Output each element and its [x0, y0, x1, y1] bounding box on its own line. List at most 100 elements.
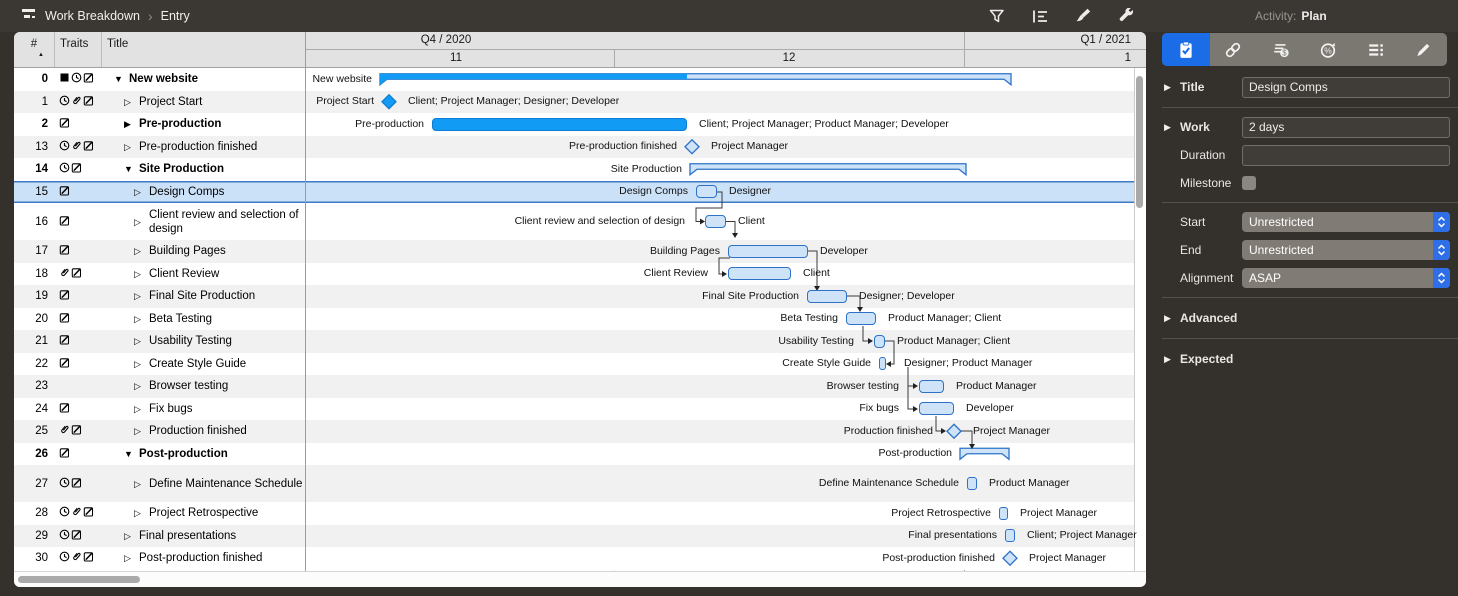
gantt-task-bar[interactable] — [696, 185, 717, 199]
column-header-number[interactable]: # ▲ — [14, 32, 55, 67]
table-row[interactable]: 26▼Post-production — [14, 442, 305, 465]
start-select[interactable]: Unrestricted — [1242, 212, 1450, 232]
leaf-triangle-icon[interactable]: ▷ — [134, 478, 141, 489]
leaf-triangle-icon[interactable]: ▷ — [134, 313, 141, 324]
gantt-row[interactable] — [306, 442, 1134, 465]
gantt-row[interactable] — [306, 307, 1134, 330]
gantt-task-bar[interactable] — [919, 402, 954, 416]
table-row[interactable]: 0▼New website — [14, 68, 305, 91]
table-row[interactable]: 25▷Production finished — [14, 420, 305, 443]
leaf-triangle-icon[interactable]: ▷ — [124, 553, 131, 564]
gantt-row[interactable] — [306, 420, 1134, 443]
gantt-row[interactable] — [306, 158, 1134, 181]
table-row[interactable]: 17▷Building Pages — [14, 240, 305, 263]
tab-notes[interactable] — [1400, 33, 1448, 66]
gantt-task-bar[interactable] — [728, 267, 791, 281]
alignment-select[interactable]: ASAP — [1242, 268, 1450, 288]
table-row[interactable]: 14▼Site Production — [14, 158, 305, 181]
column-header-traits[interactable]: Traits — [55, 32, 102, 67]
gantt-row[interactable] — [306, 285, 1134, 308]
table-row[interactable]: 2▶Pre-production — [14, 113, 305, 136]
gantt-row[interactable] — [306, 240, 1134, 263]
gantt-task-bar[interactable] — [967, 477, 977, 490]
disclosure-triangle-icon[interactable]: ▼ — [124, 448, 133, 459]
table-row[interactable]: 27▷Define Maintenance Schedule — [14, 465, 305, 502]
table-row[interactable]: 18▷Client Review — [14, 262, 305, 285]
expected-disclosure-icon[interactable]: ▶ — [1164, 353, 1171, 364]
gantt-task-bar[interactable] — [705, 215, 726, 228]
column-header-title[interactable]: Title — [107, 38, 129, 50]
tab-custom-data[interactable] — [1352, 33, 1400, 66]
style-brush-icon[interactable] — [1074, 7, 1092, 25]
gantt-row[interactable] — [306, 135, 1134, 158]
duration-field[interactable] — [1242, 144, 1450, 166]
table-row[interactable]: 29▷Final presentations — [14, 524, 305, 547]
leaf-triangle-icon[interactable]: ▷ — [134, 291, 141, 302]
gantt-row[interactable] — [306, 352, 1134, 375]
gantt-task-bar[interactable] — [874, 334, 885, 348]
leaf-triangle-icon[interactable]: ▷ — [134, 508, 141, 519]
vertical-scrollbar[interactable] — [1136, 76, 1143, 208]
gantt-task-bar[interactable] — [999, 506, 1008, 520]
leaf-triangle-icon[interactable]: ▷ — [134, 403, 141, 414]
gantt-row[interactable] — [306, 547, 1134, 570]
gantt-row[interactable] — [306, 330, 1134, 353]
title-disclosure-icon[interactable]: ▶ — [1164, 81, 1171, 92]
table-row[interactable]: 15▷Design Comps — [14, 180, 305, 203]
table-row[interactable]: 28▷Project Retrospective — [14, 502, 305, 525]
table-row[interactable]: 20▷Beta Testing — [14, 307, 305, 330]
gantt-row[interactable] — [306, 502, 1134, 525]
leaf-triangle-icon[interactable]: ▷ — [134, 246, 141, 257]
table-row[interactable]: 24▷Fix bugs — [14, 397, 305, 420]
tab-effort-percent[interactable]: % — [1305, 33, 1353, 66]
disclosure-triangle-icon[interactable]: ▶ — [124, 119, 131, 130]
leaf-triangle-icon[interactable]: ▷ — [134, 336, 141, 347]
gantt-row[interactable] — [306, 68, 1134, 91]
leaf-triangle-icon[interactable]: ▷ — [134, 358, 141, 369]
gantt-row[interactable] — [306, 465, 1134, 502]
leaf-triangle-icon[interactable]: ▷ — [134, 426, 141, 437]
table-row[interactable]: 23▷Browser testing — [14, 375, 305, 398]
table-row[interactable]: 1▷Project Start — [14, 90, 305, 113]
title-field[interactable] — [1242, 76, 1450, 98]
gantt-row[interactable] — [306, 262, 1134, 285]
end-select[interactable]: Unrestricted — [1242, 240, 1450, 260]
breadcrumb-mode[interactable]: Entry — [160, 9, 190, 23]
gantt-row[interactable] — [306, 90, 1134, 113]
leaf-triangle-icon[interactable]: ▷ — [124, 96, 131, 107]
gantt-row[interactable] — [306, 180, 1134, 203]
tab-task-info[interactable] — [1162, 33, 1210, 66]
tab-link[interactable] — [1210, 33, 1258, 66]
view-options-icon[interactable] — [1031, 7, 1049, 25]
breadcrumb-view[interactable]: Work Breakdown — [45, 9, 140, 23]
table-row[interactable]: 19▷Final Site Production — [14, 285, 305, 308]
table-row[interactable]: 13▷Pre-production finished — [14, 135, 305, 158]
disclosure-triangle-icon[interactable]: ▼ — [124, 164, 133, 175]
tab-costs[interactable]: $ — [1257, 33, 1305, 66]
table-row[interactable]: 22▷Create Style Guide — [14, 352, 305, 375]
tools-wrench-icon[interactable] — [1117, 7, 1135, 25]
leaf-triangle-icon[interactable]: ▷ — [134, 216, 141, 227]
gantt-task-bar[interactable] — [807, 289, 847, 303]
advanced-disclosure-icon[interactable]: ▶ — [1164, 312, 1171, 323]
gantt-task-bar[interactable] — [846, 312, 876, 326]
gantt-row[interactable] — [306, 524, 1134, 547]
work-field[interactable] — [1242, 116, 1450, 138]
table-row[interactable]: 30▷Post-production finished — [14, 547, 305, 570]
gantt-task-bar[interactable] — [1005, 529, 1015, 543]
horizontal-scrollbar[interactable] — [18, 576, 140, 583]
filter-icon[interactable] — [988, 7, 1006, 25]
table-row[interactable]: 16▷Client review and selection of design — [14, 203, 305, 240]
milestone-checkbox[interactable] — [1242, 176, 1256, 190]
leaf-triangle-icon[interactable]: ▷ — [124, 141, 131, 152]
work-disclosure-icon[interactable]: ▶ — [1164, 121, 1171, 132]
disclosure-triangle-icon[interactable]: ▼ — [114, 74, 123, 85]
table-row[interactable]: 21▷Usability Testing — [14, 330, 305, 353]
gantt-task-bar[interactable] — [728, 244, 808, 258]
leaf-triangle-icon[interactable]: ▷ — [124, 530, 131, 541]
leaf-triangle-icon[interactable]: ▷ — [134, 186, 141, 197]
leaf-triangle-icon[interactable]: ▷ — [134, 381, 141, 392]
gantt-task-bar[interactable] — [919, 379, 944, 393]
gantt-task-bar[interactable] — [879, 357, 886, 371]
gantt-task-bar[interactable] — [432, 117, 687, 131]
